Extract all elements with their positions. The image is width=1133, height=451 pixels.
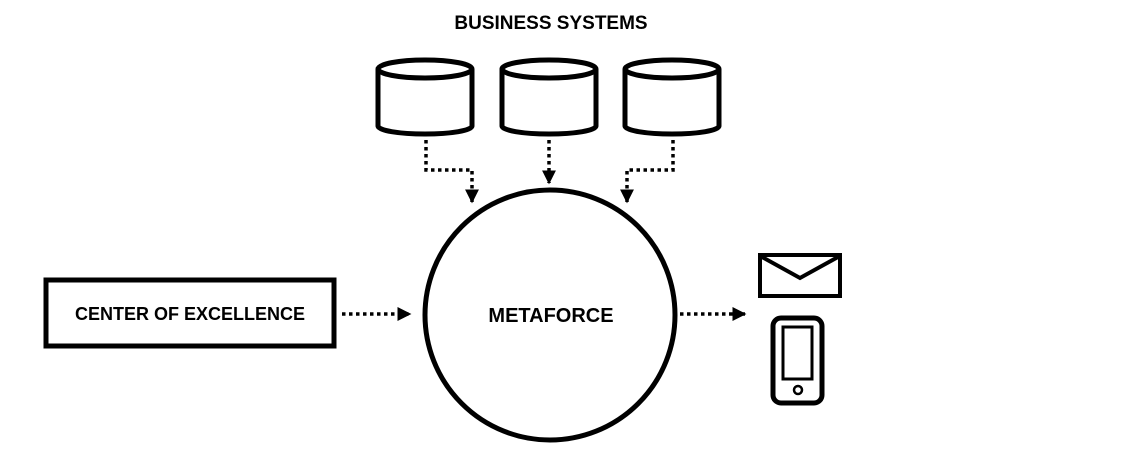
- connector-db3-to-metaforce: [620, 140, 675, 204]
- diagram-title: BUSINESS SYSTEMS: [454, 13, 647, 34]
- database-icon: [375, 57, 475, 137]
- metaforce-label: METAFORCE: [488, 305, 613, 327]
- connector-db1-to-metaforce: [424, 140, 479, 204]
- metaforce-node: [422, 187, 678, 443]
- center-of-excellence-label: CENTER OF EXCELLENCE: [75, 304, 305, 324]
- center-of-excellence-box: [43, 277, 337, 349]
- smartphone-icon: [770, 315, 825, 406]
- database-icon: [622, 57, 722, 137]
- database-icon: [499, 57, 599, 137]
- envelope-icon: [758, 253, 842, 298]
